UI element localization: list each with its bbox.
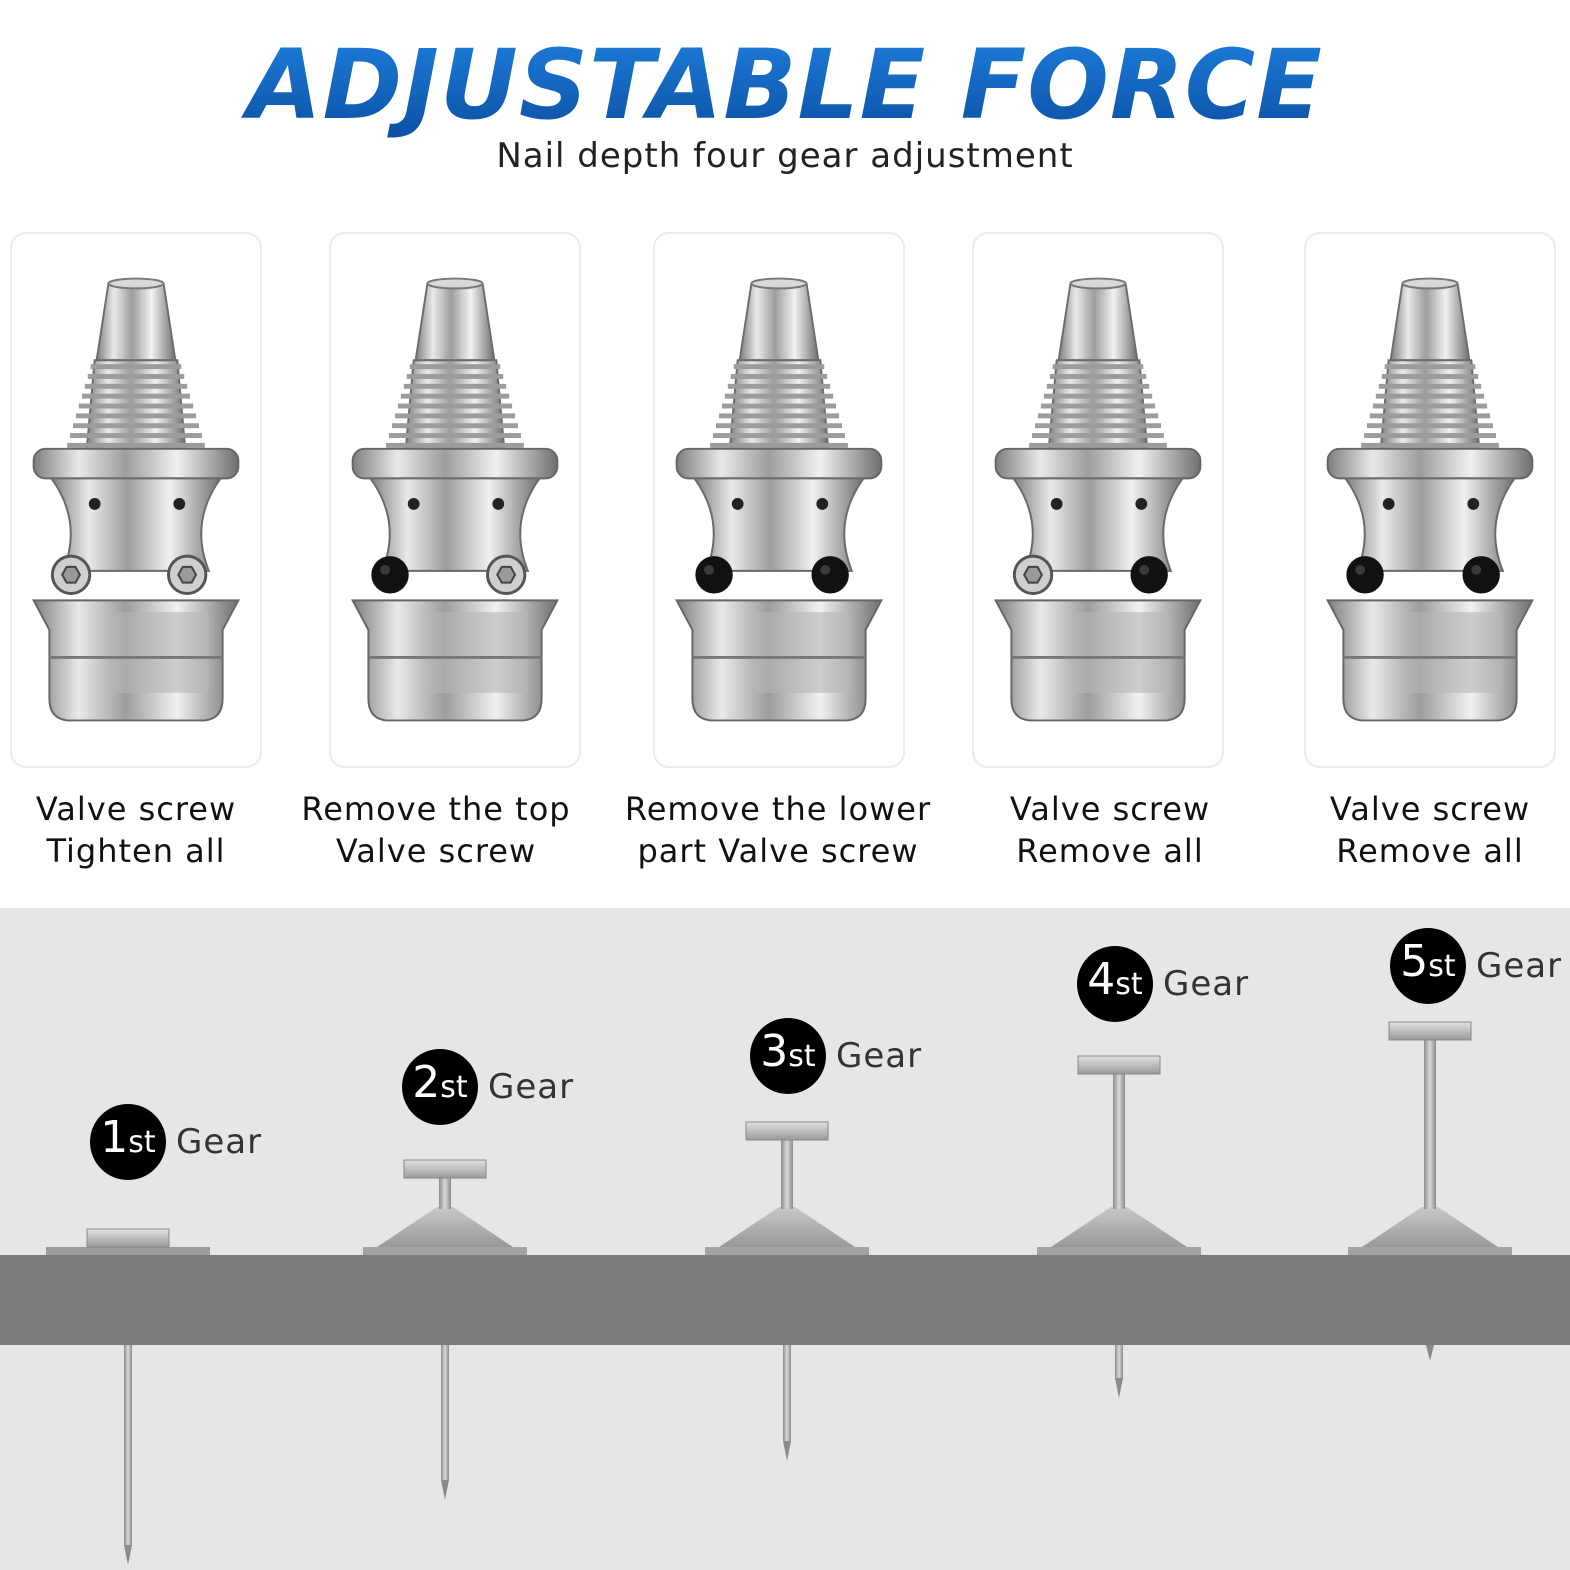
valve-card-1	[10, 232, 262, 768]
valve-card-2	[329, 232, 581, 768]
valve-image	[994, 277, 1202, 722]
valve-image	[675, 277, 883, 722]
nail-5	[1348, 1021, 1512, 1361]
wood-board	[0, 1255, 1570, 1345]
valve-image	[1326, 277, 1534, 722]
nail-4	[1037, 1055, 1201, 1398]
valve-card-3	[653, 232, 905, 768]
nail-3	[705, 1121, 869, 1461]
page-title: ADJUSTABLE FORCE	[0, 30, 1570, 140]
nail-1	[46, 1228, 210, 1565]
nail-2	[363, 1159, 527, 1500]
valve-card-5	[1304, 232, 1556, 768]
valve-card-4	[972, 232, 1224, 768]
page-subtitle: Nail depth four gear adjustment	[496, 136, 1074, 176]
nail-depth-illustration	[0, 1021, 1570, 1565]
valve-image	[32, 277, 240, 722]
valve-image	[351, 277, 559, 722]
